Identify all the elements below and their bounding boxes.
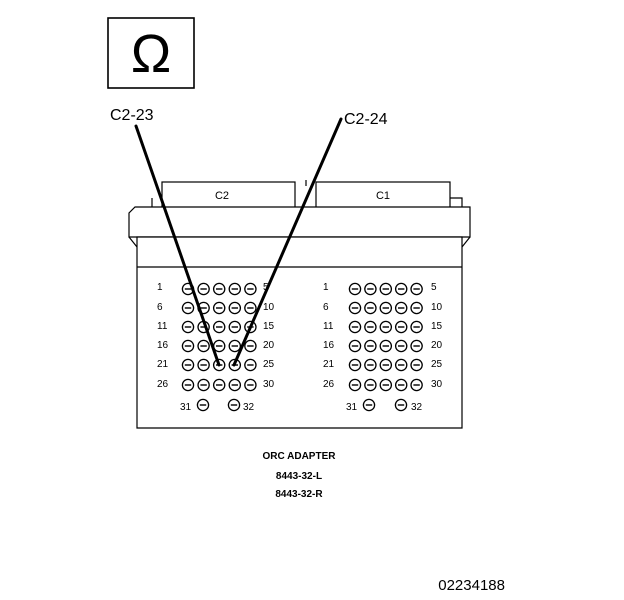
callout-c2-24: C2-24 bbox=[344, 111, 388, 128]
row-labels-c1: 1 6 11 16 21 26 5 10 15 20 25 30 31 32 bbox=[323, 282, 443, 413]
callout-c2-23: C2-23 bbox=[110, 107, 154, 124]
row-start-label: 21 bbox=[157, 359, 169, 370]
connector-shoulders bbox=[151, 197, 463, 207]
row-end-label: 15 bbox=[263, 321, 275, 332]
pin-31-label: 31 bbox=[346, 402, 358, 413]
pin-32-label: 32 bbox=[411, 402, 423, 413]
pin-31-label: 31 bbox=[180, 402, 192, 413]
pin-grid-c1 bbox=[348, 282, 423, 412]
row-end-label: 10 bbox=[263, 302, 275, 313]
row-start-label: 11 bbox=[323, 321, 334, 332]
probe-lead-c2-24 bbox=[232, 117, 343, 367]
row-start-label: 6 bbox=[157, 302, 163, 313]
ohmmeter-symbol: Ω bbox=[107, 17, 195, 89]
row-end-label: 5 bbox=[263, 282, 269, 293]
row-start-label: 21 bbox=[323, 359, 335, 370]
tab-label-c1: C1 bbox=[376, 190, 390, 202]
row-start-label: 6 bbox=[323, 302, 329, 313]
tab-label-c2: C2 bbox=[215, 190, 229, 202]
probe-lead-c2-23 bbox=[134, 124, 221, 367]
row-start-label: 26 bbox=[323, 379, 335, 390]
row-end-label: 25 bbox=[263, 359, 275, 370]
row-end-label: 20 bbox=[263, 340, 275, 351]
row-end-label: 30 bbox=[263, 379, 275, 390]
row-end-label: 25 bbox=[431, 359, 443, 370]
caption-part-right: 8443-32-R bbox=[275, 489, 323, 500]
ohmmeter-box bbox=[107, 17, 195, 89]
row-end-label: 20 bbox=[431, 340, 443, 351]
ohm-icon: Ω bbox=[131, 24, 171, 84]
row-start-label: 26 bbox=[157, 379, 169, 390]
row-start-label: 16 bbox=[323, 340, 335, 351]
connector-body bbox=[128, 180, 471, 429]
row-end-label: 10 bbox=[431, 302, 443, 313]
row-start-label: 1 bbox=[323, 282, 329, 293]
row-labels-c2: 1 6 11 16 21 26 5 10 15 20 25 30 31 32 bbox=[157, 282, 275, 413]
row-end-label: 15 bbox=[431, 321, 443, 332]
pin-32-label: 32 bbox=[243, 402, 255, 413]
row-start-label: 1 bbox=[157, 282, 163, 293]
row-end-label: 30 bbox=[431, 379, 443, 390]
caption-part-left: 8443-32-L bbox=[276, 471, 322, 482]
row-end-label: 5 bbox=[431, 282, 437, 293]
connector-tab-c2 bbox=[161, 181, 296, 210]
caption-title: ORC ADAPTER bbox=[263, 451, 337, 462]
pin-grid-c2 bbox=[181, 282, 257, 412]
row-start-label: 11 bbox=[157, 321, 168, 332]
figure-id: 02234188 bbox=[438, 577, 505, 594]
housing-bevel bbox=[128, 236, 471, 248]
row-start-label: 16 bbox=[157, 340, 169, 351]
